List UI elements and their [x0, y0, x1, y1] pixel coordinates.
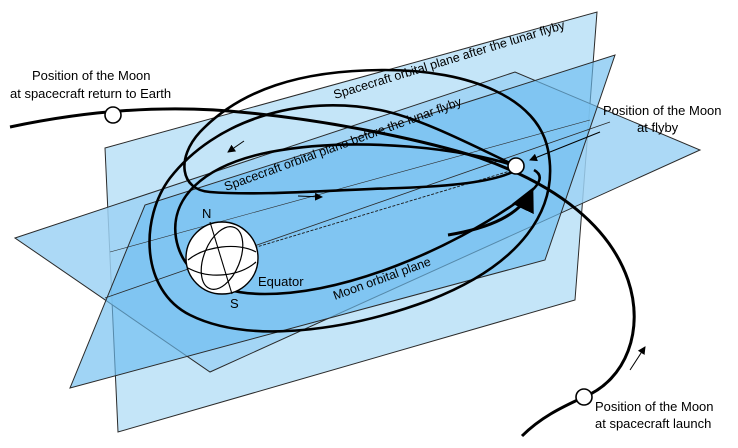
label-moon-flyby-line1: Position of the Moon — [603, 103, 722, 118]
trajectory-arrow — [447, 187, 534, 237]
label-moon-flyby-line2: at flyby — [637, 120, 679, 135]
label-moon-return-line1: Position of the Moon — [32, 68, 151, 83]
flyby-pointer-arrow — [529, 131, 601, 162]
moon-at-flyby — [507, 157, 525, 175]
orbit-after-flyby — [148, 68, 552, 333]
direction-arrow — [227, 140, 245, 153]
label-moon-return-line2: at spacecraft return to Earth — [10, 86, 171, 101]
plane-intersection-line — [109, 119, 591, 253]
label-equator: Equator — [258, 274, 304, 289]
moon-at-launch — [575, 388, 593, 406]
label-moon-launch-line2: at spacecraft launch — [595, 416, 711, 431]
label-south: S — [230, 296, 239, 311]
direction-arrow — [629, 346, 646, 371]
earth-globe — [185, 221, 259, 295]
label-north: N — [202, 206, 211, 221]
direction-arrow — [297, 192, 323, 201]
label-moon-launch-line1: Position of the Moon — [595, 399, 714, 414]
moon-at-return — [104, 106, 122, 124]
